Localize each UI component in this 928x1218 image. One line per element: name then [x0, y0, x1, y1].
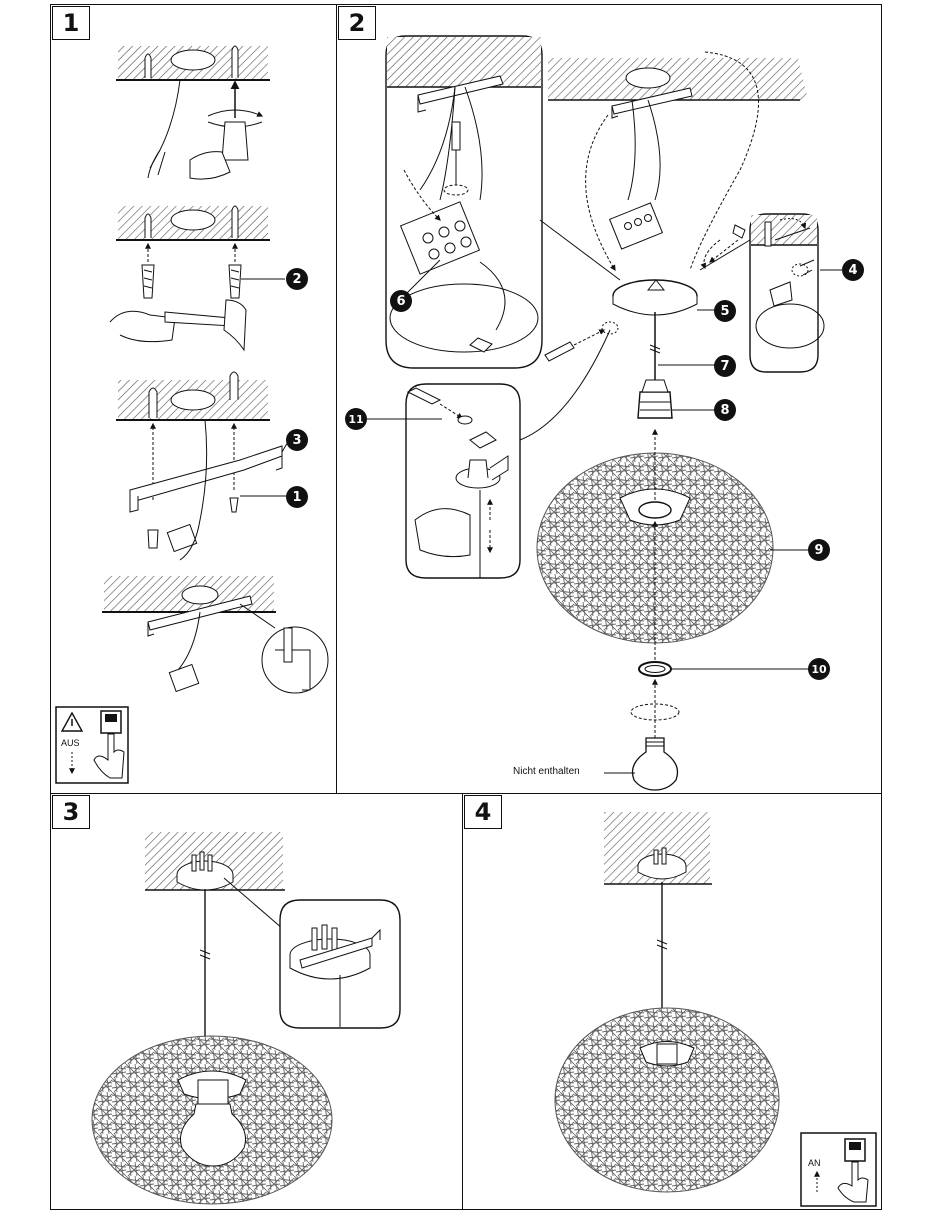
step2-ring-bulb: [604, 661, 680, 791]
part-badge-2: 2: [286, 268, 308, 290]
part-badge-3: 3: [286, 429, 308, 451]
part-badge-8: 8: [714, 399, 736, 421]
part-badge-4: 4: [842, 259, 864, 281]
step1-ceiling-mounted: [102, 576, 329, 694]
step2-nest-shade: [536, 428, 774, 660]
step3-installed-lamp: [91, 832, 401, 1205]
step-number-4: 4: [464, 795, 502, 829]
power-on-label: AN: [808, 1158, 821, 1168]
part-badge-7: 7: [714, 355, 736, 377]
not-included-label: Nicht enthalten: [513, 766, 580, 777]
power-on-box: [800, 1132, 877, 1207]
power-off-label: AUS: [61, 738, 80, 748]
step2-detail-wiring: [385, 35, 543, 369]
step2-detail-canopy: [405, 329, 611, 579]
step1-ceiling-bracket: [116, 371, 283, 561]
panel-step-4: [462, 793, 882, 1210]
step2-main-assembly: [544, 51, 808, 419]
step-number-3: 3: [52, 795, 90, 829]
part-badge-5: 5: [714, 300, 736, 322]
step-number-1: 1: [52, 6, 90, 40]
light-bulb-icon: [631, 737, 679, 791]
screwdriver-icon: [451, 121, 461, 151]
step-number-2: 2: [338, 6, 376, 40]
step1-ceiling-dowels: [109, 205, 270, 352]
part-badge-9: 9: [808, 539, 830, 561]
part-badge-11: 11: [345, 408, 367, 430]
step4-lamp-on: [554, 812, 780, 1193]
warning-icon: [60, 711, 84, 732]
part-badge-1: 1: [286, 486, 308, 508]
step2-detail-bracket: [749, 213, 825, 373]
step1-ceiling-drill: [116, 45, 270, 180]
power-off-box: [55, 706, 129, 784]
part-badge-10: 10: [808, 658, 830, 680]
part-badge-6: 6: [390, 290, 412, 312]
